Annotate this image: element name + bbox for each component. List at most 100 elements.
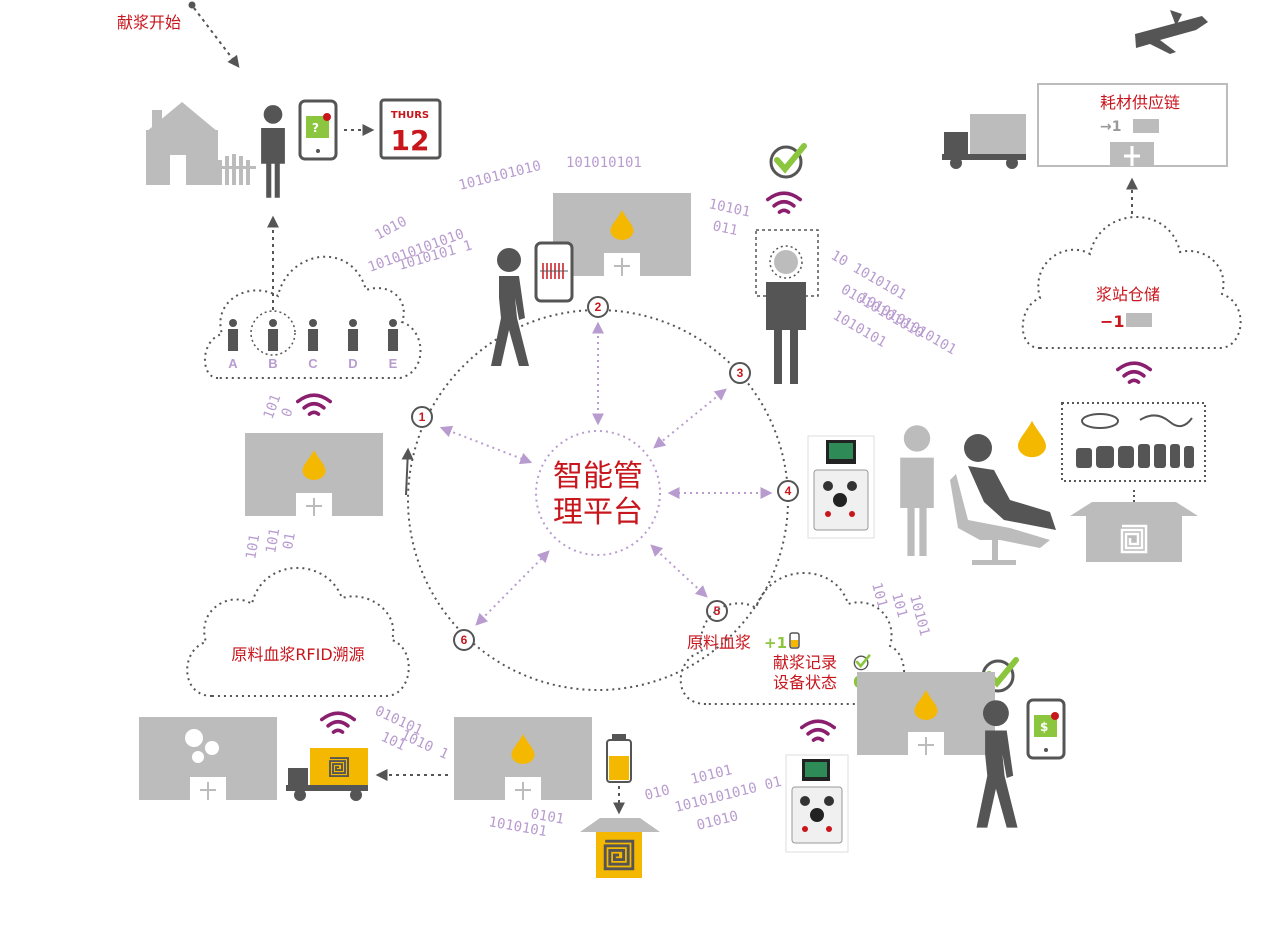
walking-donor-icon: [491, 248, 529, 366]
warehouse-box-icon: [1126, 313, 1152, 327]
rfid-box-icon: [580, 818, 660, 878]
binary-text: 101: [243, 533, 263, 561]
binary-text: 101: [263, 527, 283, 555]
binary-text: 01: [280, 531, 299, 550]
donor-row: A B C D E: [228, 319, 398, 371]
ring-node: [453, 629, 475, 651]
rfid-box-icon: [1070, 502, 1198, 562]
donor-figure-icon: [388, 319, 398, 351]
donation-record-cloud: [679, 572, 906, 705]
binary-text: 10101: [689, 762, 734, 788]
payment-phone-icon: $: [1026, 698, 1066, 760]
plasma-station-building: [857, 672, 995, 755]
ring-direction-arrow: [401, 447, 414, 496]
fractionation-factory-building: [139, 717, 277, 800]
warehouse-cloud: [1021, 216, 1242, 349]
calendar-date: 12: [391, 124, 430, 157]
binary-text: 0: [279, 406, 297, 419]
ring-node-number: 1: [419, 410, 426, 424]
ring-nodes: 1 2 3 4 5 6: [411, 296, 799, 651]
ring-node-number: 5: [714, 604, 721, 618]
binary-text: 1010 1: [398, 727, 451, 763]
wifi-icon: [296, 393, 332, 416]
plasma-bottle-icon: [606, 734, 632, 783]
consumables-icons: [1076, 413, 1194, 468]
binary-text: 010: [643, 782, 671, 804]
donor-letter: C: [308, 356, 318, 371]
supply-warehouse-icon: [1110, 142, 1154, 166]
calendar-day: THURS: [391, 110, 429, 121]
house-icon: [146, 102, 256, 185]
binary-text: 0101: [529, 806, 565, 828]
binary-text: 101010101: [566, 155, 642, 171]
barcode-phone-icon: [534, 241, 574, 303]
ring-node-number: 6: [461, 633, 468, 647]
ring-node: [411, 406, 433, 428]
consumables-panel: [1061, 402, 1206, 482]
svg-text:?: ?: [312, 121, 319, 135]
gears-icon: [185, 729, 219, 763]
ring-node: [587, 296, 609, 318]
raw-plasma-label: 原料血浆: [687, 633, 751, 652]
binary-text: 1010: [372, 214, 409, 244]
ring-node-number: 3: [737, 366, 744, 380]
plasma-drop-icon: [1018, 420, 1046, 458]
platform-title-line2: 理平台: [553, 495, 643, 530]
warehouse-delta: −1: [1100, 312, 1125, 331]
binary-text: 10101: [707, 196, 752, 220]
start-arrow: [193, 7, 240, 68]
donor-figure-icon: [308, 319, 318, 351]
wifi-icon: [320, 711, 356, 734]
delivery-truck-icon: [286, 748, 368, 801]
identified-donor-icon: [766, 250, 806, 384]
airplane-icon: [1135, 10, 1208, 54]
donation-record-label: 献浆记录: [773, 653, 837, 672]
donor-figure-icon: [228, 319, 238, 351]
rfid-trace-cloud: [186, 566, 410, 697]
donor-letter: E: [389, 356, 398, 371]
donation-chair-icon: [950, 434, 1056, 565]
ring-node: [777, 480, 799, 502]
ring-node-number: 4: [785, 484, 792, 498]
svg-text:$: $: [1040, 720, 1048, 734]
wifi-icon: [800, 719, 836, 742]
warehouse-label: 浆站仓储: [1096, 285, 1160, 304]
binary-text: 1010101010101: [856, 290, 959, 359]
supply-truck-icon: [942, 114, 1026, 169]
start-label: 献浆开始: [117, 13, 181, 32]
selected-donor-ring: [250, 310, 296, 356]
donor-letter: B: [268, 356, 277, 371]
donor-person-icon: [261, 105, 285, 198]
raw-plasma-delta: +1: [764, 634, 787, 652]
donor-letter: A: [228, 356, 238, 371]
supply-chain-label: 耗材供应链: [1100, 93, 1180, 112]
plasmapheresis-machine-photo: [785, 754, 849, 853]
binary-text: 011: [711, 218, 739, 239]
device-status-label: 设备状态: [773, 673, 837, 692]
calendar-icon: THURS 12: [379, 98, 442, 160]
ring-node-number: 2: [595, 300, 602, 314]
binary-text: 01010: [695, 808, 740, 834]
donor-figure-icon: [348, 319, 358, 351]
plasmapheresis-machine-photo: [807, 435, 875, 539]
binary-text: 101: [868, 581, 890, 610]
wifi-icon: [766, 191, 802, 214]
platform-title-line1: 智能管: [553, 459, 643, 494]
platform-core: [535, 430, 661, 556]
binary-text: 101: [888, 591, 910, 620]
binary-text: 1010101010: [457, 158, 543, 194]
supply-delta: →1: [1100, 119, 1121, 135]
wifi-icon: [1116, 361, 1152, 384]
start-dot: [188, 1, 196, 9]
nurse-person-icon: [900, 425, 934, 556]
record-check-icon: [853, 654, 871, 671]
smartphone-icon: ?: [298, 99, 338, 161]
donor-figure-icon: [268, 319, 278, 351]
ring-node: [706, 600, 728, 622]
ring-node: [729, 362, 751, 384]
plasma-bottle-icon: [789, 632, 800, 649]
donor-letter: D: [348, 356, 357, 371]
verified-check-icon: [771, 146, 804, 177]
spokes: [439, 321, 773, 626]
